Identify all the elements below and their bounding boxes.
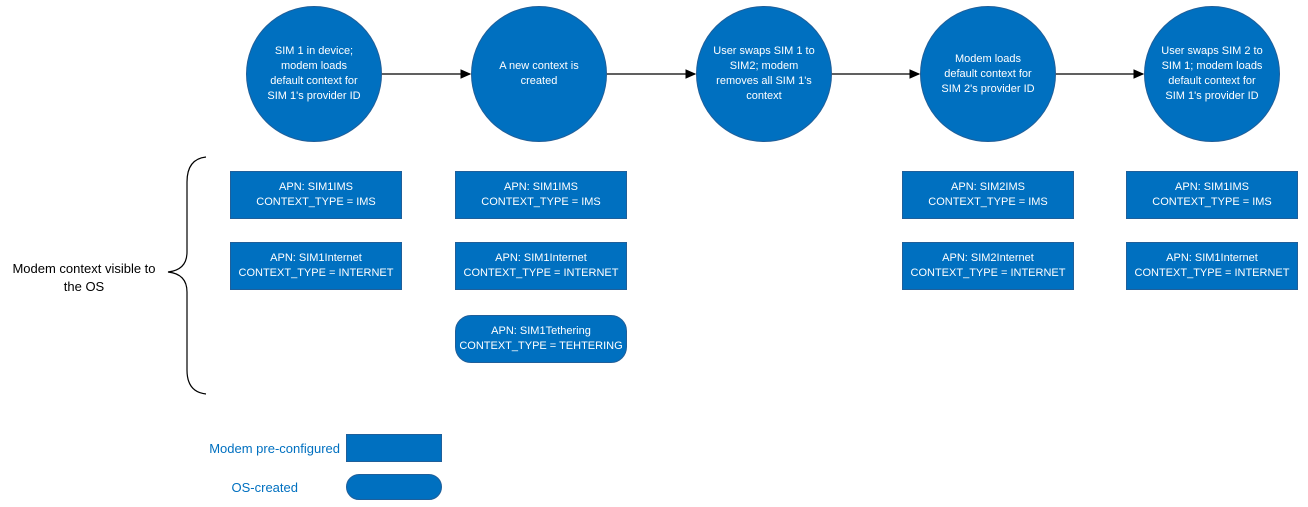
legend-swatch-preconfigured [346, 434, 442, 462]
step-1-text: SIM 1 in device; modem loads default con… [267, 45, 361, 102]
step-5-text: User swaps SIM 2 to SIM 1; modem loads d… [1161, 45, 1263, 102]
context-type: CONTEXT_TYPE = INTERNET [463, 267, 619, 279]
step-5-circle: User swaps SIM 2 to SIM 1; modem loads d… [1144, 6, 1280, 142]
context-box-col4-ims: APN: SIM2IMS CONTEXT_TYPE = IMS [902, 171, 1074, 219]
legend-label-os-created: OS-created [231, 480, 298, 495]
context-box-col1-internet: APN: SIM1Internet CONTEXT_TYPE = INTERNE… [230, 242, 402, 290]
context-apn: APN: SIM2Internet [942, 252, 1034, 264]
context-apn: APN: SIM1Tethering [491, 325, 591, 337]
context-box-col5-ims: APN: SIM1IMS CONTEXT_TYPE = IMS [1126, 171, 1298, 219]
context-type: CONTEXT_TYPE = IMS [928, 196, 1048, 208]
context-box-col4-internet: APN: SIM2Internet CONTEXT_TYPE = INTERNE… [902, 242, 1074, 290]
context-apn: APN: SIM2IMS [951, 181, 1025, 193]
context-apn: APN: SIM1Internet [495, 252, 587, 264]
context-type: CONTEXT_TYPE = IMS [481, 196, 601, 208]
context-apn: APN: SIM1IMS [1175, 181, 1249, 193]
context-type: CONTEXT_TYPE = INTERNET [1134, 267, 1290, 279]
step-3-text: User swaps SIM 1 to SIM2; modem removes … [713, 45, 815, 102]
context-box-col2-ims: APN: SIM1IMS CONTEXT_TYPE = IMS [455, 171, 627, 219]
curly-brace [167, 156, 207, 395]
context-apn: APN: SIM1Internet [1166, 252, 1258, 264]
context-type: CONTEXT_TYPE = IMS [1152, 196, 1272, 208]
context-box-col5-internet: APN: SIM1Internet CONTEXT_TYPE = INTERNE… [1126, 242, 1298, 290]
context-box-col2-internet: APN: SIM1Internet CONTEXT_TYPE = INTERNE… [455, 242, 627, 290]
context-type: CONTEXT_TYPE = INTERNET [238, 267, 394, 279]
step-2-circle: A new context is created [471, 6, 607, 142]
context-box-col1-ims: APN: SIM1IMS CONTEXT_TYPE = IMS [230, 171, 402, 219]
context-type: CONTEXT_TYPE = IMS [256, 196, 376, 208]
context-box-col2-tethering: APN: SIM1Tethering CONTEXT_TYPE = TEHTER… [455, 315, 627, 363]
context-apn: APN: SIM1IMS [504, 181, 578, 193]
step-4-text: Modem loads default context for SIM 2's … [941, 52, 1035, 95]
legend-swatch-os-created [346, 474, 442, 500]
context-apn: APN: SIM1Internet [270, 252, 362, 264]
step-3-circle: User swaps SIM 1 to SIM2; modem removes … [696, 6, 832, 142]
context-type: CONTEXT_TYPE = INTERNET [910, 267, 1066, 279]
step-2-text: A new context is created [499, 60, 579, 87]
side-label: Modem context visible to the OS [12, 261, 156, 294]
step-4-circle: Modem loads default context for SIM 2's … [920, 6, 1056, 142]
context-type: CONTEXT_TYPE = TEHTERING [459, 340, 623, 352]
context-apn: APN: SIM1IMS [279, 181, 353, 193]
step-1-circle: SIM 1 in device; modem loads default con… [246, 6, 382, 142]
legend-label-preconfigured: Modem pre-configured [209, 441, 340, 456]
